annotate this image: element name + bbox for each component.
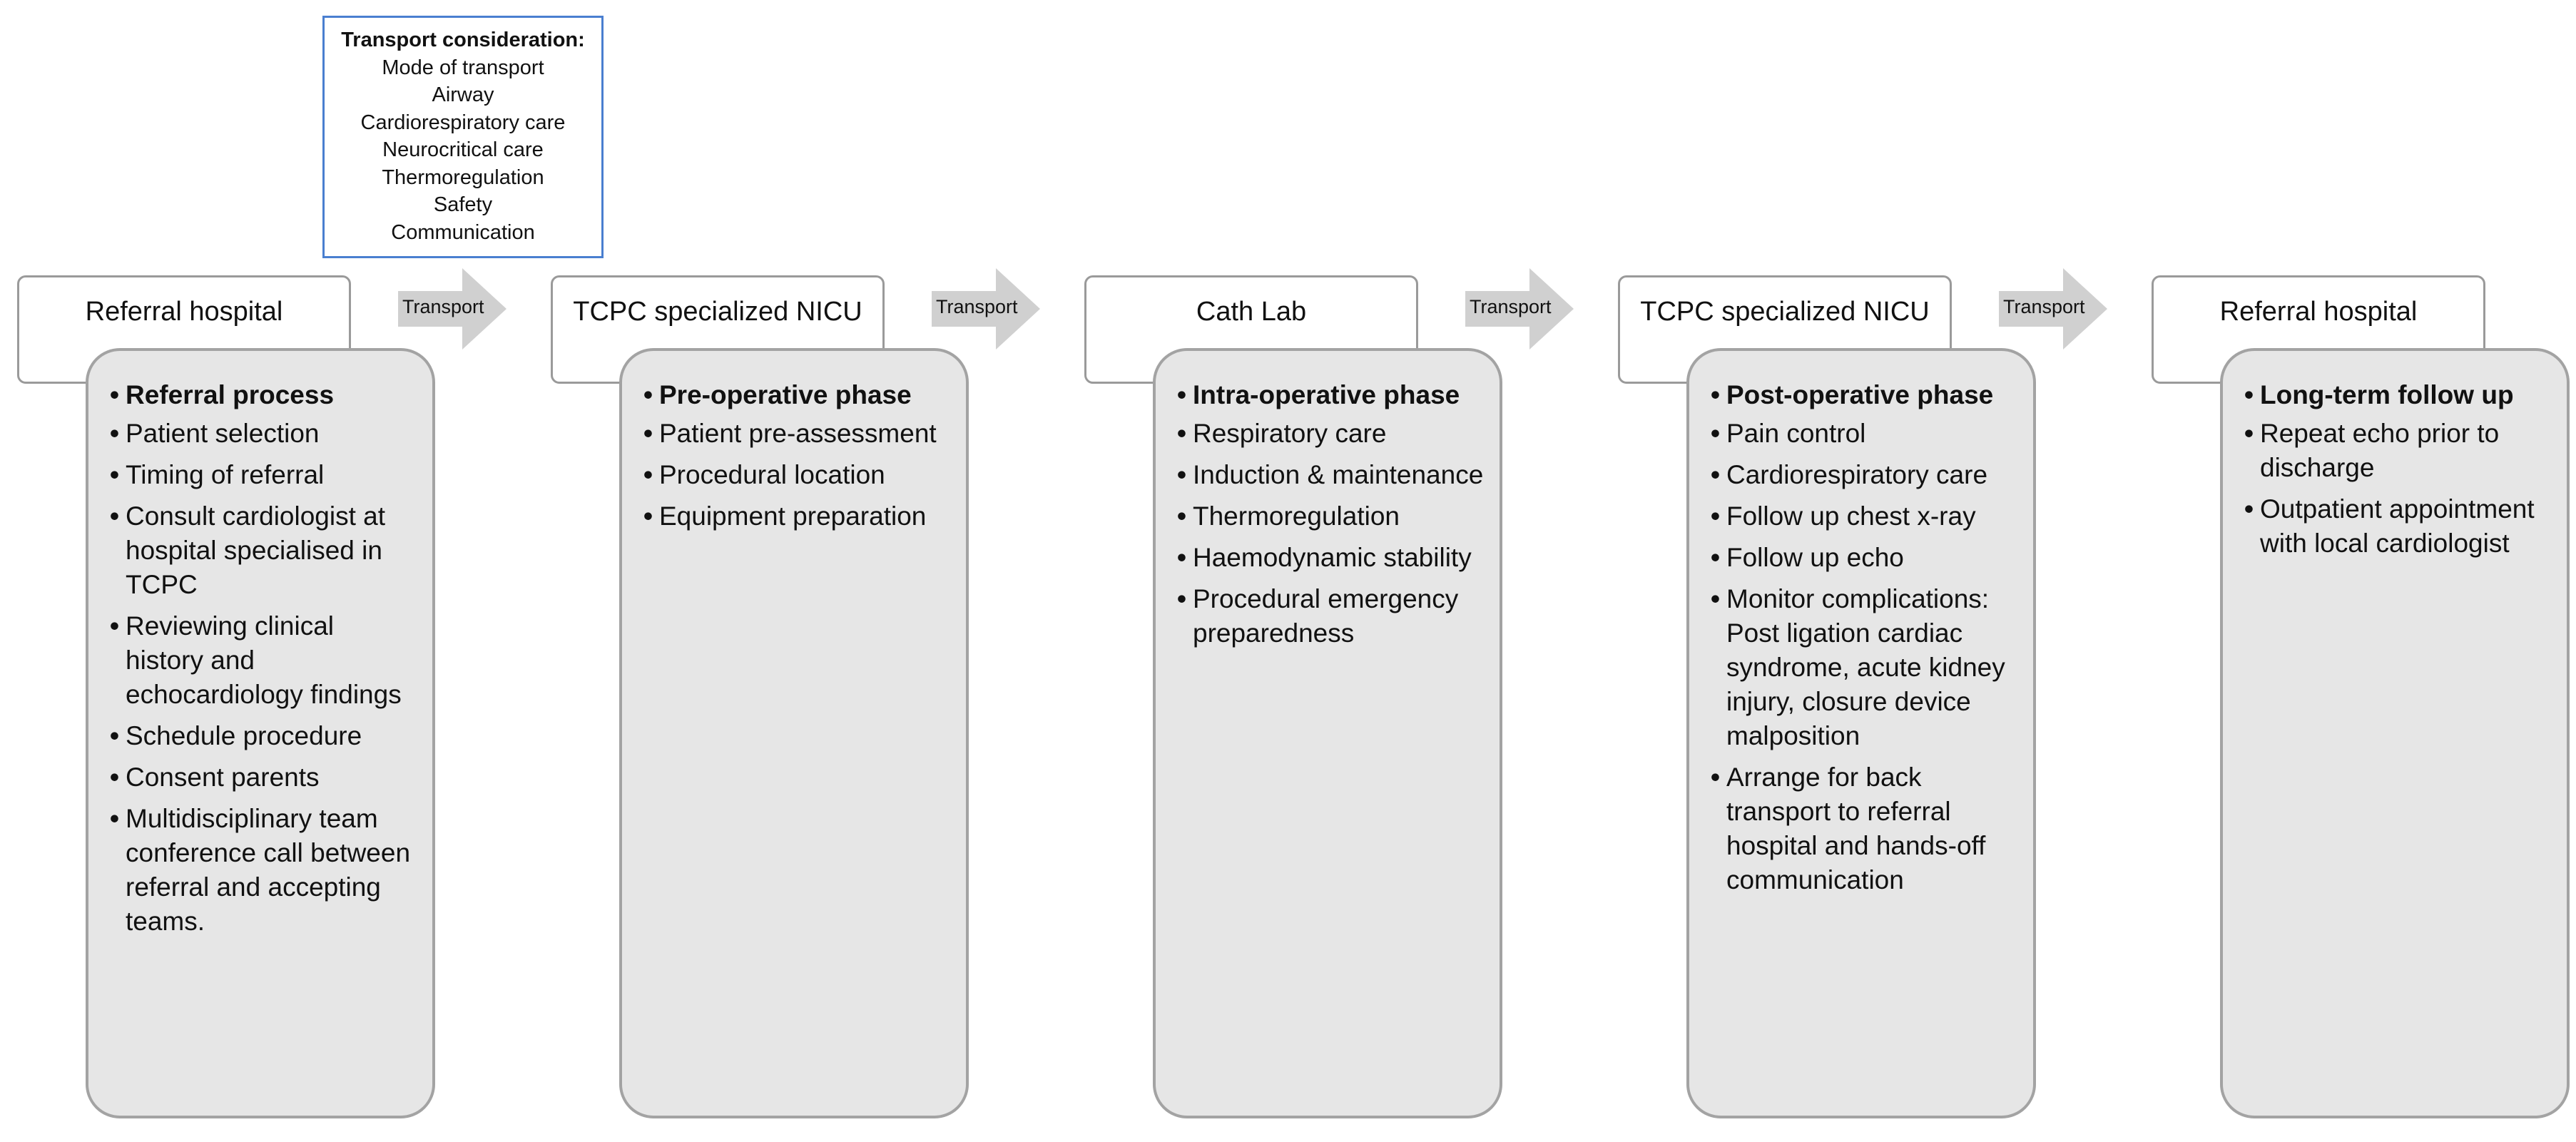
transport-item: Thermoregulation	[382, 165, 544, 189]
transport-item: Airway	[432, 83, 494, 106]
list-item: Procedural location	[643, 458, 952, 492]
list-item: Follow up echo	[1711, 541, 2019, 575]
stage-detail-card: Intra-operative phase Respiratory care I…	[1153, 348, 1502, 1118]
transport-arrow-label: Transport	[402, 296, 484, 317]
transport-item: Cardiorespiratory care	[360, 111, 566, 134]
transport-consideration-title: Transport consideration:	[341, 29, 585, 51]
list-item: Cardiorespiratory care	[1711, 458, 2019, 492]
transport-arrow: Transport	[1999, 268, 2107, 350]
stage-phase-heading: Long-term follow up	[2244, 378, 2552, 412]
stage-phase-heading: Pre-operative phase	[643, 378, 952, 412]
stage-post-operative-nicu: TCPC specialized NICU Post-operative pha…	[1618, 0, 2117, 1142]
transport-arrow: Transport	[1465, 268, 1574, 350]
stage-detail-list: Post-operative phase Pain control Cardio…	[1711, 378, 2019, 897]
list-item: Equipment preparation	[643, 499, 952, 534]
stage-detail-card: Long-term follow up Repeat echo prior to…	[2220, 348, 2570, 1118]
arrow-right-icon	[398, 268, 506, 350]
stage-detail-card: Pre-operative phase Patient pre-assessme…	[619, 348, 969, 1118]
transport-item: Neurocritical care	[382, 138, 544, 161]
list-item: Patient pre-assessment	[643, 417, 952, 451]
stage-phase-heading: Referral process	[110, 378, 418, 412]
list-item: Procedural emergency preparedness	[1177, 582, 1485, 651]
list-item: Haemodynamic stability	[1177, 541, 1485, 575]
stage-long-term-follow-up: Referral hospital Long-term follow up Re…	[2152, 0, 2576, 1142]
stage-detail-card: Post-operative phase Pain control Cardio…	[1686, 348, 2036, 1118]
arrow-right-icon	[1999, 268, 2107, 350]
list-item: Repeat echo prior to discharge	[2244, 417, 2552, 485]
stage-phase-heading: Post-operative phase	[1711, 378, 2019, 412]
transport-arrow-label: Transport	[2003, 296, 2085, 317]
stage-detail-list: Intra-operative phase Respiratory care I…	[1177, 378, 1485, 651]
stage-detail-list: Long-term follow up Repeat echo prior to…	[2244, 378, 2552, 561]
arrow-right-icon	[932, 268, 1040, 350]
list-item: Consent parents	[110, 760, 418, 795]
stage-pre-operative-nicu: TCPC specialized NICU Pre-operative phas…	[551, 0, 1050, 1142]
list-item: Consult cardiologist at hospital special…	[110, 499, 418, 602]
transport-item: Safety	[433, 193, 493, 216]
stage-cath-lab: Cath Lab Intra-operative phase Respirato…	[1084, 0, 1584, 1142]
list-item: Follow up chest x-ray	[1711, 499, 2019, 534]
transport-arrow-label: Transport	[936, 296, 1018, 317]
list-item: Thermoregulation	[1177, 499, 1485, 534]
stage-referral-hospital: Referral hospital Referral process Patie…	[17, 0, 516, 1142]
list-item: Induction & maintenance	[1177, 458, 1485, 492]
list-item: Outpatient appointment with local cardio…	[2244, 492, 2552, 561]
list-item: Multidisciplinary team conference call b…	[110, 802, 418, 939]
list-item: Timing of referral	[110, 458, 418, 492]
list-item: Respiratory care	[1177, 417, 1485, 451]
stage-detail-list: Referral process Patient selection Timin…	[110, 378, 418, 939]
transport-arrow: Transport	[932, 268, 1040, 350]
stage-detail-list: Pre-operative phase Patient pre-assessme…	[643, 378, 952, 534]
transport-item: Mode of transport	[382, 56, 544, 79]
list-item: Reviewing clinical history and echocardi…	[110, 609, 418, 712]
list-item: Arrange for back transport to referral h…	[1711, 760, 2019, 897]
transport-arrow-label: Transport	[1470, 296, 1552, 317]
stage-detail-card: Referral process Patient selection Timin…	[86, 348, 435, 1118]
arrow-right-icon	[1465, 268, 1574, 350]
transport-consideration-note: Transport consideration: Mode of transpo…	[322, 16, 604, 258]
stage-phase-heading: Intra-operative phase	[1177, 378, 1485, 412]
list-item: Patient selection	[110, 417, 418, 451]
list-item: Pain control	[1711, 417, 2019, 451]
list-item: Monitor complications: Post ligation car…	[1711, 582, 2019, 753]
transport-item: Communication	[391, 220, 535, 244]
list-item: Schedule procedure	[110, 719, 418, 753]
transport-arrow: Transport	[398, 268, 506, 350]
